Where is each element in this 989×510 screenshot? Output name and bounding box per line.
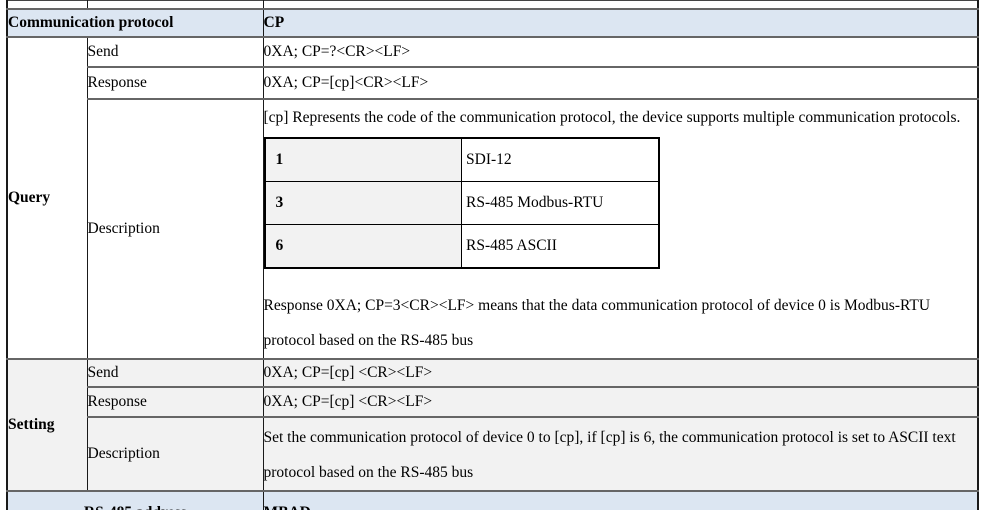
footer-command-code: MBAD xyxy=(262,489,979,510)
protocol-code-row: 3 RS-485 Modbus-RTU xyxy=(264,180,659,225)
setting-section-label: Setting xyxy=(6,357,88,492)
protocol-code-row: 6 RS-485 ASCII xyxy=(264,223,659,268)
query-response-value: 0XA; CP=[cp]<CR><LF> xyxy=(262,65,979,100)
setting-description-label: Description xyxy=(86,415,264,492)
protocol-codes-table: 1 SDI-12 3 RS-485 Modbus-RTU 6 RS-485 AS… xyxy=(264,136,660,269)
setting-send-label: Send xyxy=(86,357,264,388)
protocol-name: SDI-12 xyxy=(461,137,659,182)
protocol-name: RS-485 ASCII xyxy=(461,223,659,268)
protocol-name: RS-485 Modbus-RTU xyxy=(461,180,659,225)
header-label: Communication protocol xyxy=(6,7,264,38)
partial-cell xyxy=(86,0,264,10)
setting-send-value: 0XA; CP=[cp] <CR><LF> xyxy=(262,357,979,388)
query-response-row: Response 0XA; CP=[cp]<CR><LF> xyxy=(7,65,979,100)
query-send-row: Query Send 0XA; CP=?<CR><LF> xyxy=(6,35,979,360)
query-send-label: Send xyxy=(86,35,264,68)
setting-description-line2: protocol based on the RS-485 bus xyxy=(263,463,474,481)
query-description-content: [cp] Represents the code of the communic… xyxy=(262,97,979,360)
setting-response-label: Response xyxy=(86,385,264,418)
query-send-value: 0XA; CP=?<CR><LF> xyxy=(262,35,979,68)
partial-cell xyxy=(262,0,979,10)
query-section-label: Query xyxy=(6,35,88,360)
setting-response-row: Response 0XA; CP=[cp] <CR><LF> xyxy=(7,385,979,418)
partial-row-above xyxy=(6,0,979,10)
protocol-code: 1 xyxy=(264,137,462,182)
header-row: Communication protocol CP xyxy=(6,7,979,38)
setting-description-row: Description Set the communication protoc… xyxy=(7,415,979,492)
description-note-line1: Response 0XA; CP=3<CR><LF> means that th… xyxy=(263,296,931,314)
setting-description-line1: Set the communication protocol of device… xyxy=(263,428,956,446)
query-description-label: Description xyxy=(86,97,264,360)
protocol-reference-table: Communication protocol CP Query Send 0XA… xyxy=(6,0,979,510)
footer-row: RS-485 address MBAD xyxy=(6,489,979,510)
header-command-code: CP xyxy=(262,7,979,38)
description-intro-text: [cp] Represents the code of the communic… xyxy=(263,108,961,126)
protocol-code: 6 xyxy=(264,223,462,268)
description-note-line2: protocol based on the RS-485 bus xyxy=(263,331,474,349)
query-description-row: Description [cp] Represents the code of … xyxy=(7,97,979,360)
setting-description-content: Set the communication protocol of device… xyxy=(262,415,979,492)
protocol-code: 3 xyxy=(264,180,462,225)
partial-cell xyxy=(6,0,88,10)
protocol-code-row: 1 SDI-12 xyxy=(264,137,659,182)
footer-label: RS-485 address xyxy=(6,489,264,510)
setting-response-value: 0XA; CP=[cp] <CR><LF> xyxy=(262,385,979,418)
query-response-label: Response xyxy=(86,65,264,100)
setting-send-row: Setting Send 0XA; CP=[cp] <CR><LF> xyxy=(6,357,979,492)
